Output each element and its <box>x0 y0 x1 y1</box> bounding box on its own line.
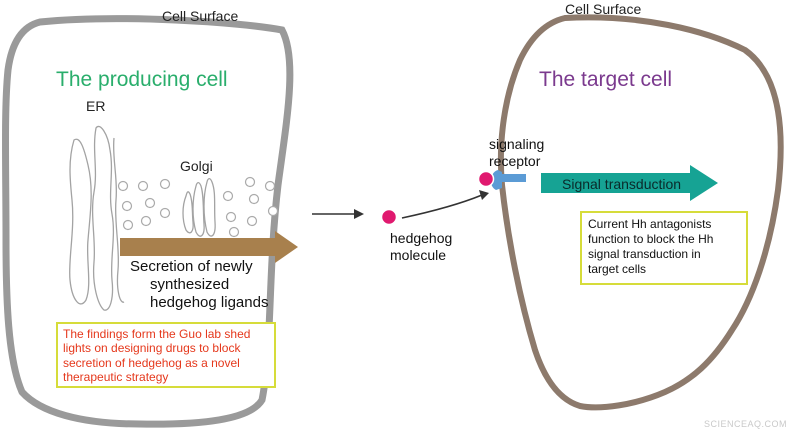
antagonist-line: Current Hh antagonists <box>588 217 712 231</box>
molecule-line: molecule <box>390 246 447 263</box>
golgi-organelle <box>182 177 216 237</box>
producing-cell-outline <box>2 15 294 428</box>
signaling-receptor <box>477 170 526 190</box>
secretion-arrow <box>120 231 298 263</box>
target-cell-outline <box>497 14 784 411</box>
er-label: ER <box>86 98 106 114</box>
antagonist-line: function to block the Hh <box>588 232 714 246</box>
secretion-line: synthesized <box>150 276 230 293</box>
findings-line: secretion of hedgehog as a novel <box>63 355 240 370</box>
findings-line: The findings form the Guo lab shed <box>63 327 251 341</box>
antagonist-box: Current Hh antagonists function to block… <box>580 211 748 285</box>
receptor-label: signaling receptor <box>489 136 544 170</box>
hedgehog-molecule-label: hedgehog molecule <box>390 230 452 264</box>
secretion-label: Secretion of newly synthesized hedgehog … <box>130 258 268 312</box>
antagonist-line: signal transduction in <box>588 247 701 261</box>
golgi-label: Golgi <box>180 158 213 174</box>
vesicles <box>117 176 279 238</box>
findings-line: lights on designing drugs to block <box>63 341 241 356</box>
binding-arrow <box>401 194 483 219</box>
target-cell-title: The target cell <box>539 68 673 91</box>
findings-box: The findings form the Guo lab shed light… <box>56 322 276 388</box>
producing-cell-surface-label: Cell Surface <box>162 8 239 24</box>
molecule-line: hedgehog <box>390 230 453 246</box>
er-organelle <box>69 125 125 311</box>
secretion-line: Secretion of newly <box>130 258 253 275</box>
findings-line: therapeutic strategy <box>63 370 169 385</box>
producing-cell-title: The producing cell <box>56 68 228 91</box>
receptor-line: signaling <box>489 136 545 152</box>
receptor-line: receptor <box>489 152 541 169</box>
secretion-line: hedgehog ligands <box>150 294 269 311</box>
target-cell-surface-label: Cell Surface <box>565 1 642 17</box>
signal-transduction-label: Signal transduction <box>562 176 682 192</box>
antagonist-line: target cells <box>588 262 647 276</box>
hedgehog-molecule-dot <box>380 208 398 226</box>
signal-transduction-arrow <box>541 165 718 201</box>
watermark: SCIENCEAQ.COM <box>704 419 788 429</box>
